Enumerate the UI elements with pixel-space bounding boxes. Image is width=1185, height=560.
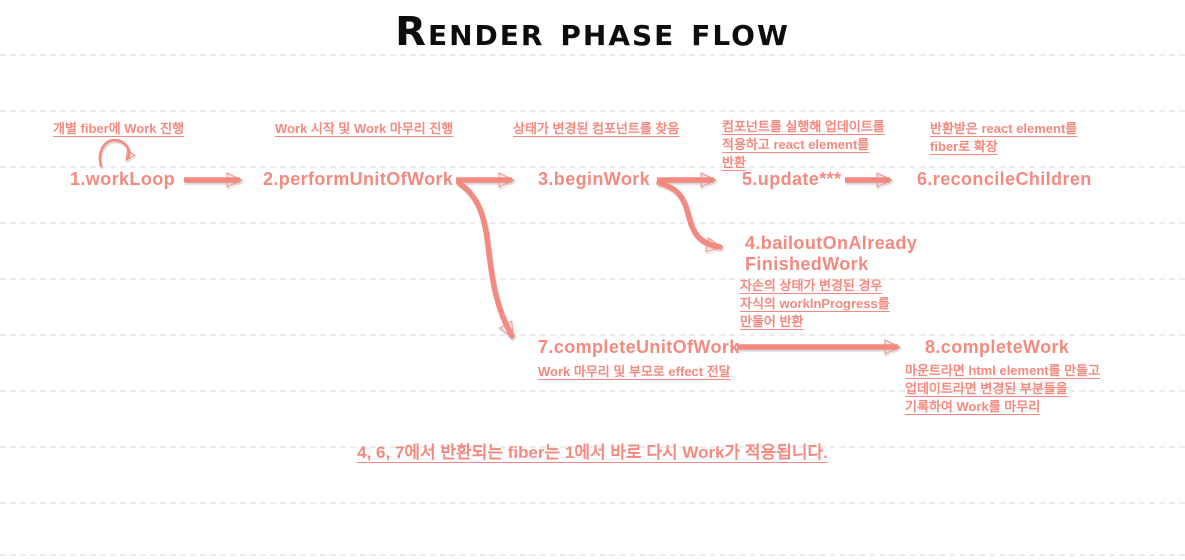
node-bailoutonalreadyfinishedwork: 4.bailoutOnAlready FinishedWork bbox=[745, 233, 918, 274]
ruled-line bbox=[0, 222, 1185, 224]
node-completeunitofwork: 7.completeUnitOfWork bbox=[538, 337, 740, 357]
workloop-self-loop-arrow-icon bbox=[98, 139, 129, 168]
ruled-line bbox=[0, 54, 1185, 56]
note-performunitofwork: Work 시작 및 Work 마무리 진행 bbox=[275, 121, 454, 136]
ruled-line bbox=[0, 110, 1185, 112]
note-reconcilechildren: 반환받은 react element를 fiber로 확장 bbox=[930, 121, 1078, 154]
node-performunitofwork: 2.performUnitOfWork bbox=[263, 169, 454, 189]
note-completework: 마운트라면 html element를 만들고 업데이트라면 변경된 부분들을 … bbox=[905, 363, 1101, 414]
footnote: 4, 6, 7에서 반환되는 fiber는 1에서 바로 다시 Work가 적용… bbox=[357, 443, 828, 462]
node-completework: 8.completeWork bbox=[925, 337, 1070, 357]
note-beginwork: 상태가 변경된 컴포넌트를 찾음 bbox=[513, 121, 680, 136]
node-beginwork: 3.beginWork bbox=[538, 169, 651, 189]
ruled-line bbox=[0, 278, 1185, 280]
note-completeunitofwork: Work 마무리 및 부모로 effect 전달 bbox=[538, 364, 731, 379]
page-title: Render phase flow bbox=[395, 9, 790, 55]
ruled-line bbox=[0, 554, 1185, 556]
note-update: 컴포넌트를 실행해 업데이트를 적용하고 react element를 반환 bbox=[722, 119, 885, 170]
ruled-line bbox=[0, 446, 1185, 448]
ruled-line bbox=[0, 166, 1185, 168]
ruled-line bbox=[0, 334, 1185, 336]
note-bailoutonalreadyfinishedwork: 자손의 상태가 변경된 경우 자식의 workInProgress를 만들어 반… bbox=[740, 278, 890, 329]
node-reconcilechildren: 6.reconcileChildren bbox=[917, 169, 1092, 189]
arrow-3-to-4-icon bbox=[656, 180, 724, 253]
note-workloop: 개별 fiber에 Work 진행 bbox=[53, 121, 185, 136]
arrow-2-to-7-icon bbox=[456, 180, 515, 339]
node-update: 5.update*** bbox=[742, 169, 842, 189]
ruled-line bbox=[0, 502, 1185, 504]
node-workloop: 1.workLoop bbox=[70, 169, 176, 189]
ruled-line bbox=[0, 390, 1185, 392]
